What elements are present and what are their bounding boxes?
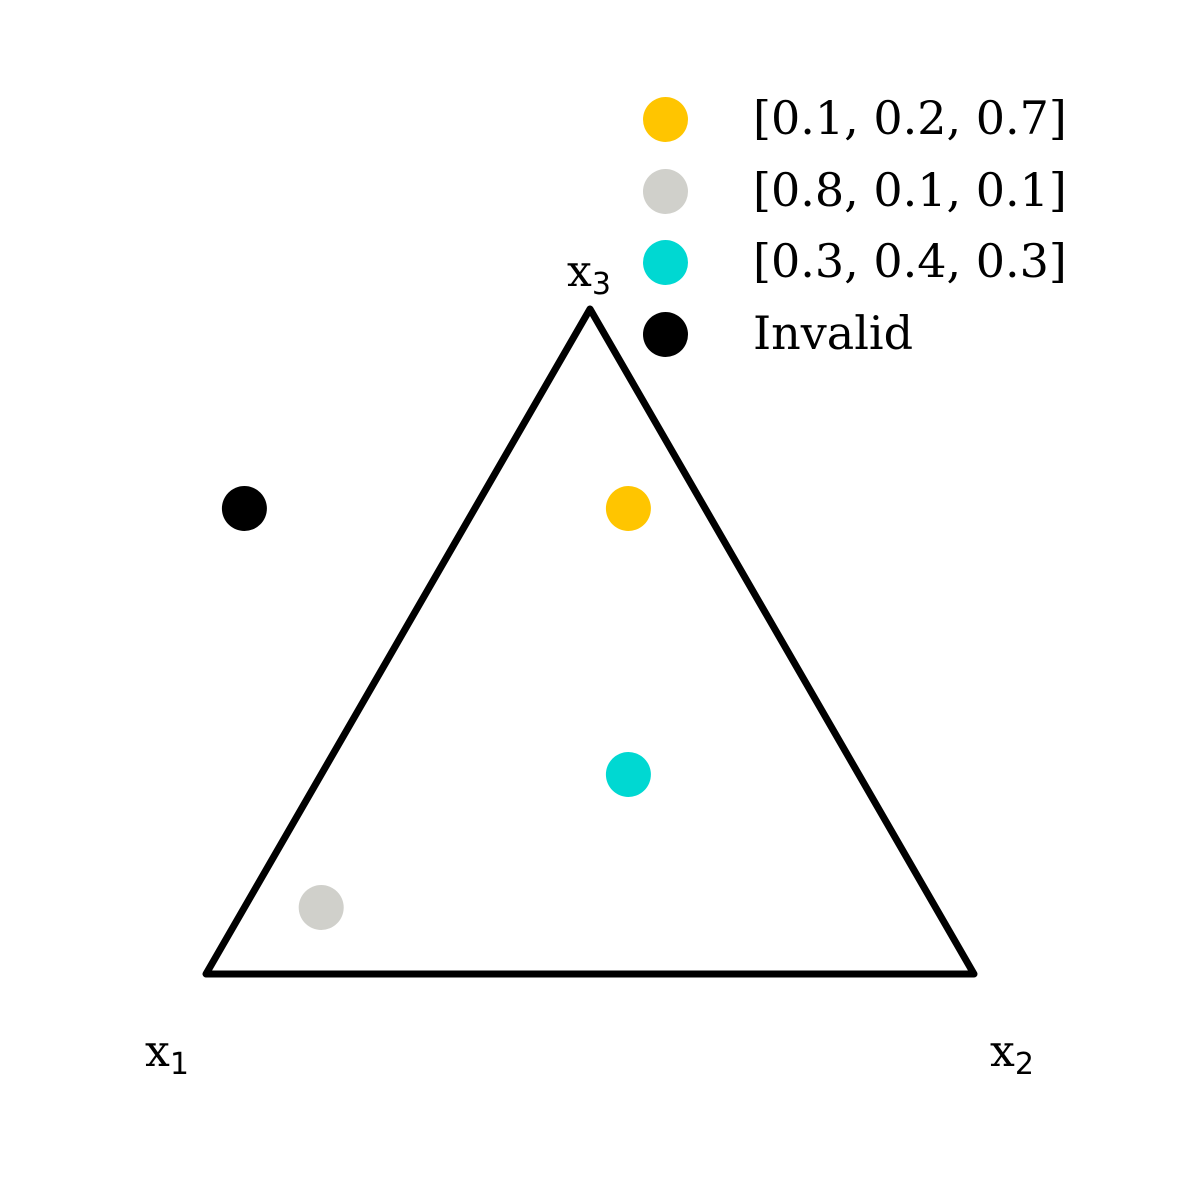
- vertex-label-x2: x2: [990, 1030, 1034, 1080]
- vertex-label-x3: x3: [567, 250, 611, 300]
- data-point: [221, 486, 267, 531]
- legend-marker-icon: [643, 311, 688, 357]
- data-points: [221, 486, 651, 930]
- vertex-x2-sub: 2: [1014, 1047, 1034, 1082]
- legend-marker-icon: [643, 97, 688, 142]
- legend-label: [0.8, 0.1, 0.1]: [753, 162, 1067, 217]
- legend-marker-icon: [643, 240, 688, 285]
- data-point: [298, 885, 344, 930]
- vertex-label-x1: x1: [145, 1030, 189, 1080]
- legend-label: [0.3, 0.4, 0.3]: [753, 234, 1067, 288]
- vertex-x3-sub: 3: [591, 267, 611, 302]
- vertex-x1-sub: 1: [169, 1047, 189, 1082]
- vertex-x3-base: x: [567, 246, 592, 297]
- vertex-x2-base: x: [990, 1026, 1015, 1077]
- data-point: [605, 752, 651, 797]
- legend-marker-icon: [643, 168, 688, 214]
- data-point: [605, 486, 651, 531]
- vertex-x1-base: x: [145, 1026, 170, 1077]
- simplex-triangle: [202, 305, 978, 978]
- legend-label: Invalid: [753, 305, 914, 360]
- legend-label: [0.1, 0.2, 0.7]: [753, 91, 1067, 145]
